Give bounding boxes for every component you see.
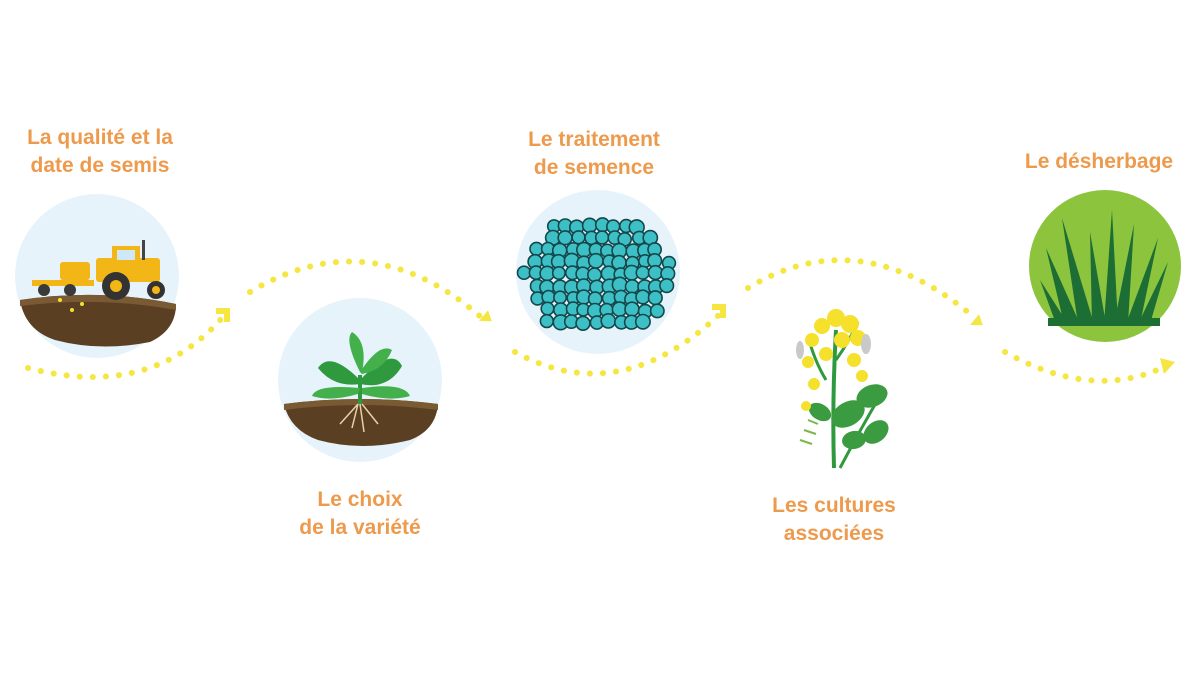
seed-grain [635,265,650,280]
seed-grain [647,290,663,306]
step-label-cultures: Les cultures associées [744,492,924,548]
path-arrows [216,304,1175,374]
seed-grain [647,264,664,281]
dotted-path-segment-3 [512,309,725,377]
seed-grain [553,290,568,305]
grass-icon [1029,190,1181,342]
seed-grain [539,313,554,329]
step-label-line: La qualité et la [27,126,173,149]
seed-grain [571,230,586,245]
step-label-line: Le désherbage [1024,150,1174,173]
seed-grain [594,230,610,245]
arrow-head-icon [970,314,983,326]
dotted-path-segment-5 [1002,349,1165,384]
step-label-semis: La qualité et la date de semis [12,124,188,180]
dotted-path [25,257,1165,384]
step-label-line: de semence [533,156,655,179]
step-label-desherbage: Le désherbage [1006,148,1192,176]
seed-grain [624,301,640,318]
seed-grain [575,315,591,331]
step-label-line: date de semis [30,154,170,177]
rapeseed-flower-icon [796,309,889,469]
step-label-line: Le choix [317,488,403,511]
seed-grain [649,303,665,319]
dotted-path-segment-1 [25,315,225,380]
step-label-variete: Le choix de la variété [270,486,450,542]
step-label-line: de la variété [299,516,421,539]
arrow-head-icon [712,304,726,318]
seed-grain [586,267,602,283]
dotted-path-segment-4 [745,257,978,321]
step-label-line: associées [783,522,885,545]
seed-grain [635,289,651,305]
seed-grain [551,265,566,280]
seed-grain [587,252,604,269]
seed-grain [659,278,675,294]
arrow-head-icon [216,308,230,322]
arrow-head-icon [479,310,492,322]
seed-grain [541,289,556,305]
seed-grain [624,278,640,294]
seed-grain [600,312,617,329]
seed-grain [581,217,598,234]
step-label-line: Les cultures [772,494,896,517]
seed-grain [516,265,532,281]
treated-seeds-icon [516,190,680,354]
arrow-head-icon [1160,358,1175,374]
step-label-traitement: Le traitement de semence [504,126,684,182]
step-label-line: Le traitement [528,128,660,151]
seed-grain [557,230,573,246]
seedling-plant-icon [278,298,442,462]
seed-grain [540,301,555,316]
tractor-on-soil-icon [15,194,179,358]
seed-grain [634,313,651,330]
